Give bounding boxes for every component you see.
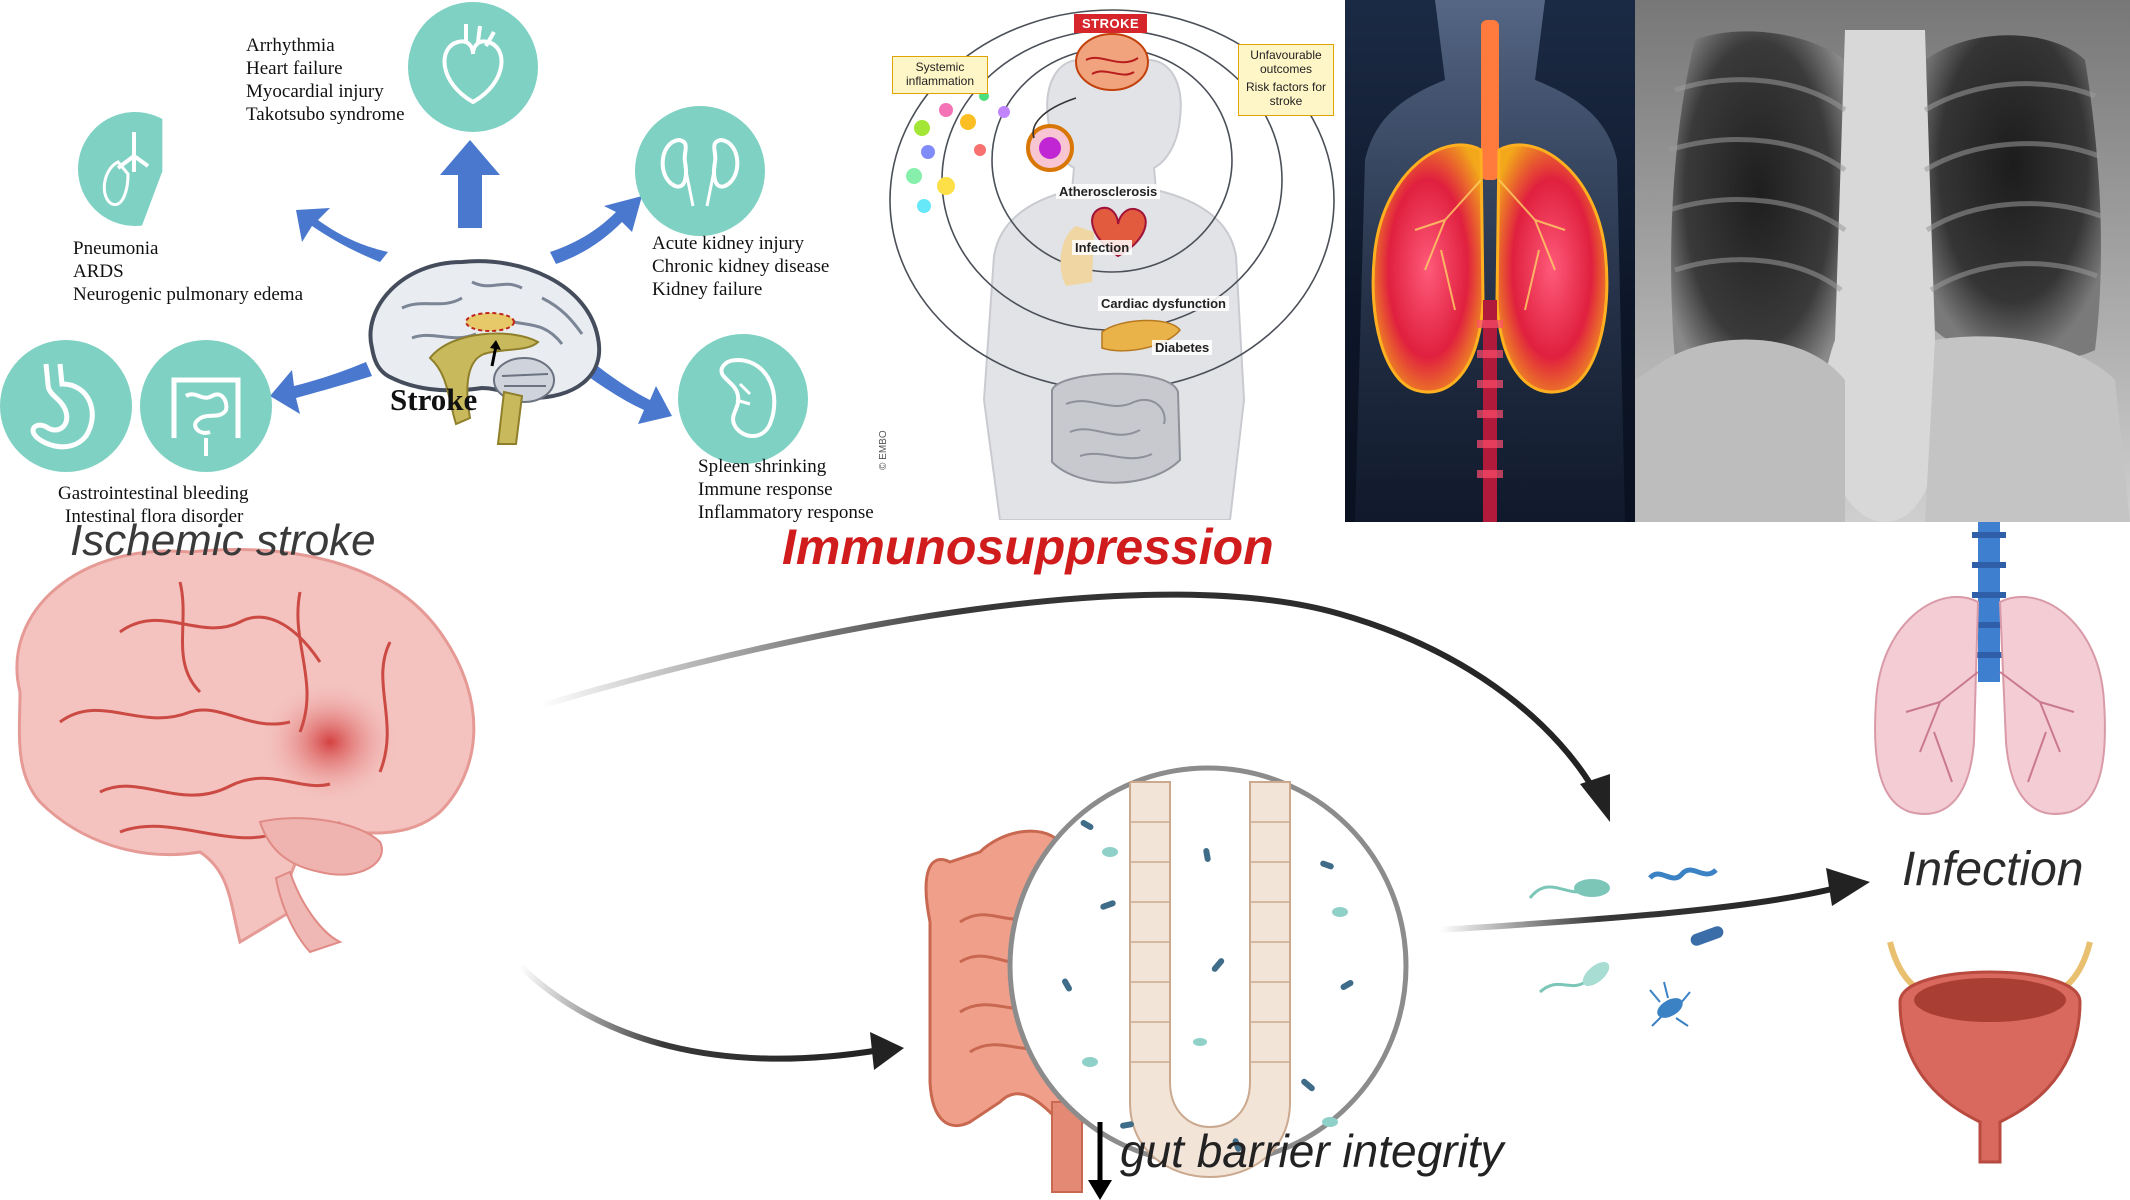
spleen-effects-list: Spleen shrinking Immune response Inflamm… xyxy=(698,455,874,524)
kidney-effect-item: Kidney failure xyxy=(652,279,763,300)
lungs-icon xyxy=(1874,522,2106,815)
panel-stroke-systemic-diagram: STROKE Systemic inflammation Unfavourabl… xyxy=(880,0,1345,520)
intestine-circle xyxy=(140,340,272,472)
gut-effect-item: Gastrointestinal bleeding xyxy=(58,483,249,504)
gut-effect-item: Intestinal flora disorder xyxy=(65,506,244,527)
heart-effect-item: Myocardial injury xyxy=(246,81,384,102)
bacteria-icon xyxy=(1528,867,1724,1027)
unfavourable-outcomes-text: Unfavourable outcomes xyxy=(1250,48,1322,76)
panel-e-graphics xyxy=(15,522,2106,1200)
arrow-to-gut xyxy=(270,362,372,414)
gut-barrier-label: gut barrier integrity xyxy=(1120,1125,1504,1177)
bladder-icon xyxy=(1887,941,2093,1164)
xray-icon xyxy=(1635,0,2130,522)
lung-circle xyxy=(78,112,163,226)
lungs-icon xyxy=(102,132,150,207)
gut-barrier-magnifier xyxy=(1007,765,1409,1178)
lung-effect-item: ARDS xyxy=(73,261,124,282)
intestine-icon xyxy=(171,377,241,456)
atherosclerosis-label: Atherosclerosis xyxy=(1056,184,1161,199)
lung-effect-item: Pneumonia xyxy=(73,238,159,259)
immunosuppression-arrow xyxy=(539,591,1597,792)
arrow-to-kidney xyxy=(550,196,642,264)
panel-lungs-illustration xyxy=(1345,0,1635,522)
kidney-effect-item: Acute kidney injury xyxy=(652,233,804,254)
spleen-effect-item: Spleen shrinking xyxy=(698,456,827,477)
gut-effects-list: Gastrointestinal bleeding Intestinal flo… xyxy=(58,482,248,528)
unfavourable-outcomes-callout: Unfavourable outcomes Risk factors for s… xyxy=(1238,44,1334,116)
heart-effect-item: Arrhythmia xyxy=(246,35,335,56)
heart-circle xyxy=(408,2,538,132)
arrow-to-lung xyxy=(296,208,388,262)
lungs-icon xyxy=(1355,0,1625,522)
stomach-circle xyxy=(0,340,132,472)
kidney-effect-item: Chronic kidney disease xyxy=(652,256,830,277)
spleen-icon xyxy=(719,357,777,438)
spleen-circle xyxy=(678,334,808,464)
risk-factors-text: Risk factors for stroke xyxy=(1245,80,1326,108)
stroke-center-label: Stroke xyxy=(390,382,478,417)
arrow-to-heart xyxy=(440,140,500,228)
kidney-circle xyxy=(635,106,765,236)
panel-stroke-immunosuppression: Ischemic stroke Immunosuppression Infect… xyxy=(0,522,2130,1200)
lung-effect-item: Neurogenic pulmonary edema xyxy=(73,284,304,305)
brain-icon xyxy=(368,259,602,445)
embo-credit-vertical: © EMBO xyxy=(878,430,889,470)
immunosuppression-label: Immunosuppression xyxy=(782,522,1274,575)
heart-icon xyxy=(442,24,504,105)
gut-to-infection-arrow xyxy=(1439,885,1837,933)
lung-effects-list: Pneumonia ARDS Neurogenic pulmonary edem… xyxy=(73,237,303,306)
panel-a-arrows xyxy=(270,140,672,424)
infection-label: Infection xyxy=(1072,240,1133,255)
spleen-effect-item: Inflammatory response xyxy=(698,502,874,523)
spleen-effect-item: Immune response xyxy=(698,479,833,500)
ischemic-stroke-title: Ischemic stroke xyxy=(70,522,376,565)
stomach-icon xyxy=(30,363,95,450)
infection-label: Infection xyxy=(1902,843,2084,896)
panel-chest-xray xyxy=(1635,0,2130,522)
heart-effect-item: Heart failure xyxy=(246,58,343,79)
cardiac-dysfunction-label: Cardiac dysfunction xyxy=(1098,296,1229,311)
body-silhouette xyxy=(889,9,1335,520)
brain-to-gut-arrow xyxy=(517,963,881,1062)
heart-effect-item: Takotsubo syndrome xyxy=(246,104,405,125)
stroke-banner: STROKE xyxy=(1074,14,1148,33)
diabetes-label: Diabetes xyxy=(1152,340,1213,355)
systemic-inflammation-callout: Systemic inflammation xyxy=(892,56,988,94)
heart-effects-list: Arrhythmia Heart failure Myocardial inju… xyxy=(246,34,405,126)
arrow-to-spleen xyxy=(582,360,672,424)
kidney-effects-list: Acute kidney injury Chronic kidney disea… xyxy=(652,232,829,301)
kidneys-icon xyxy=(660,137,740,207)
panel-stroke-organ-map: Arrhythmia Heart failure Myocardial inju… xyxy=(0,0,880,530)
brain-icon xyxy=(15,548,476,954)
